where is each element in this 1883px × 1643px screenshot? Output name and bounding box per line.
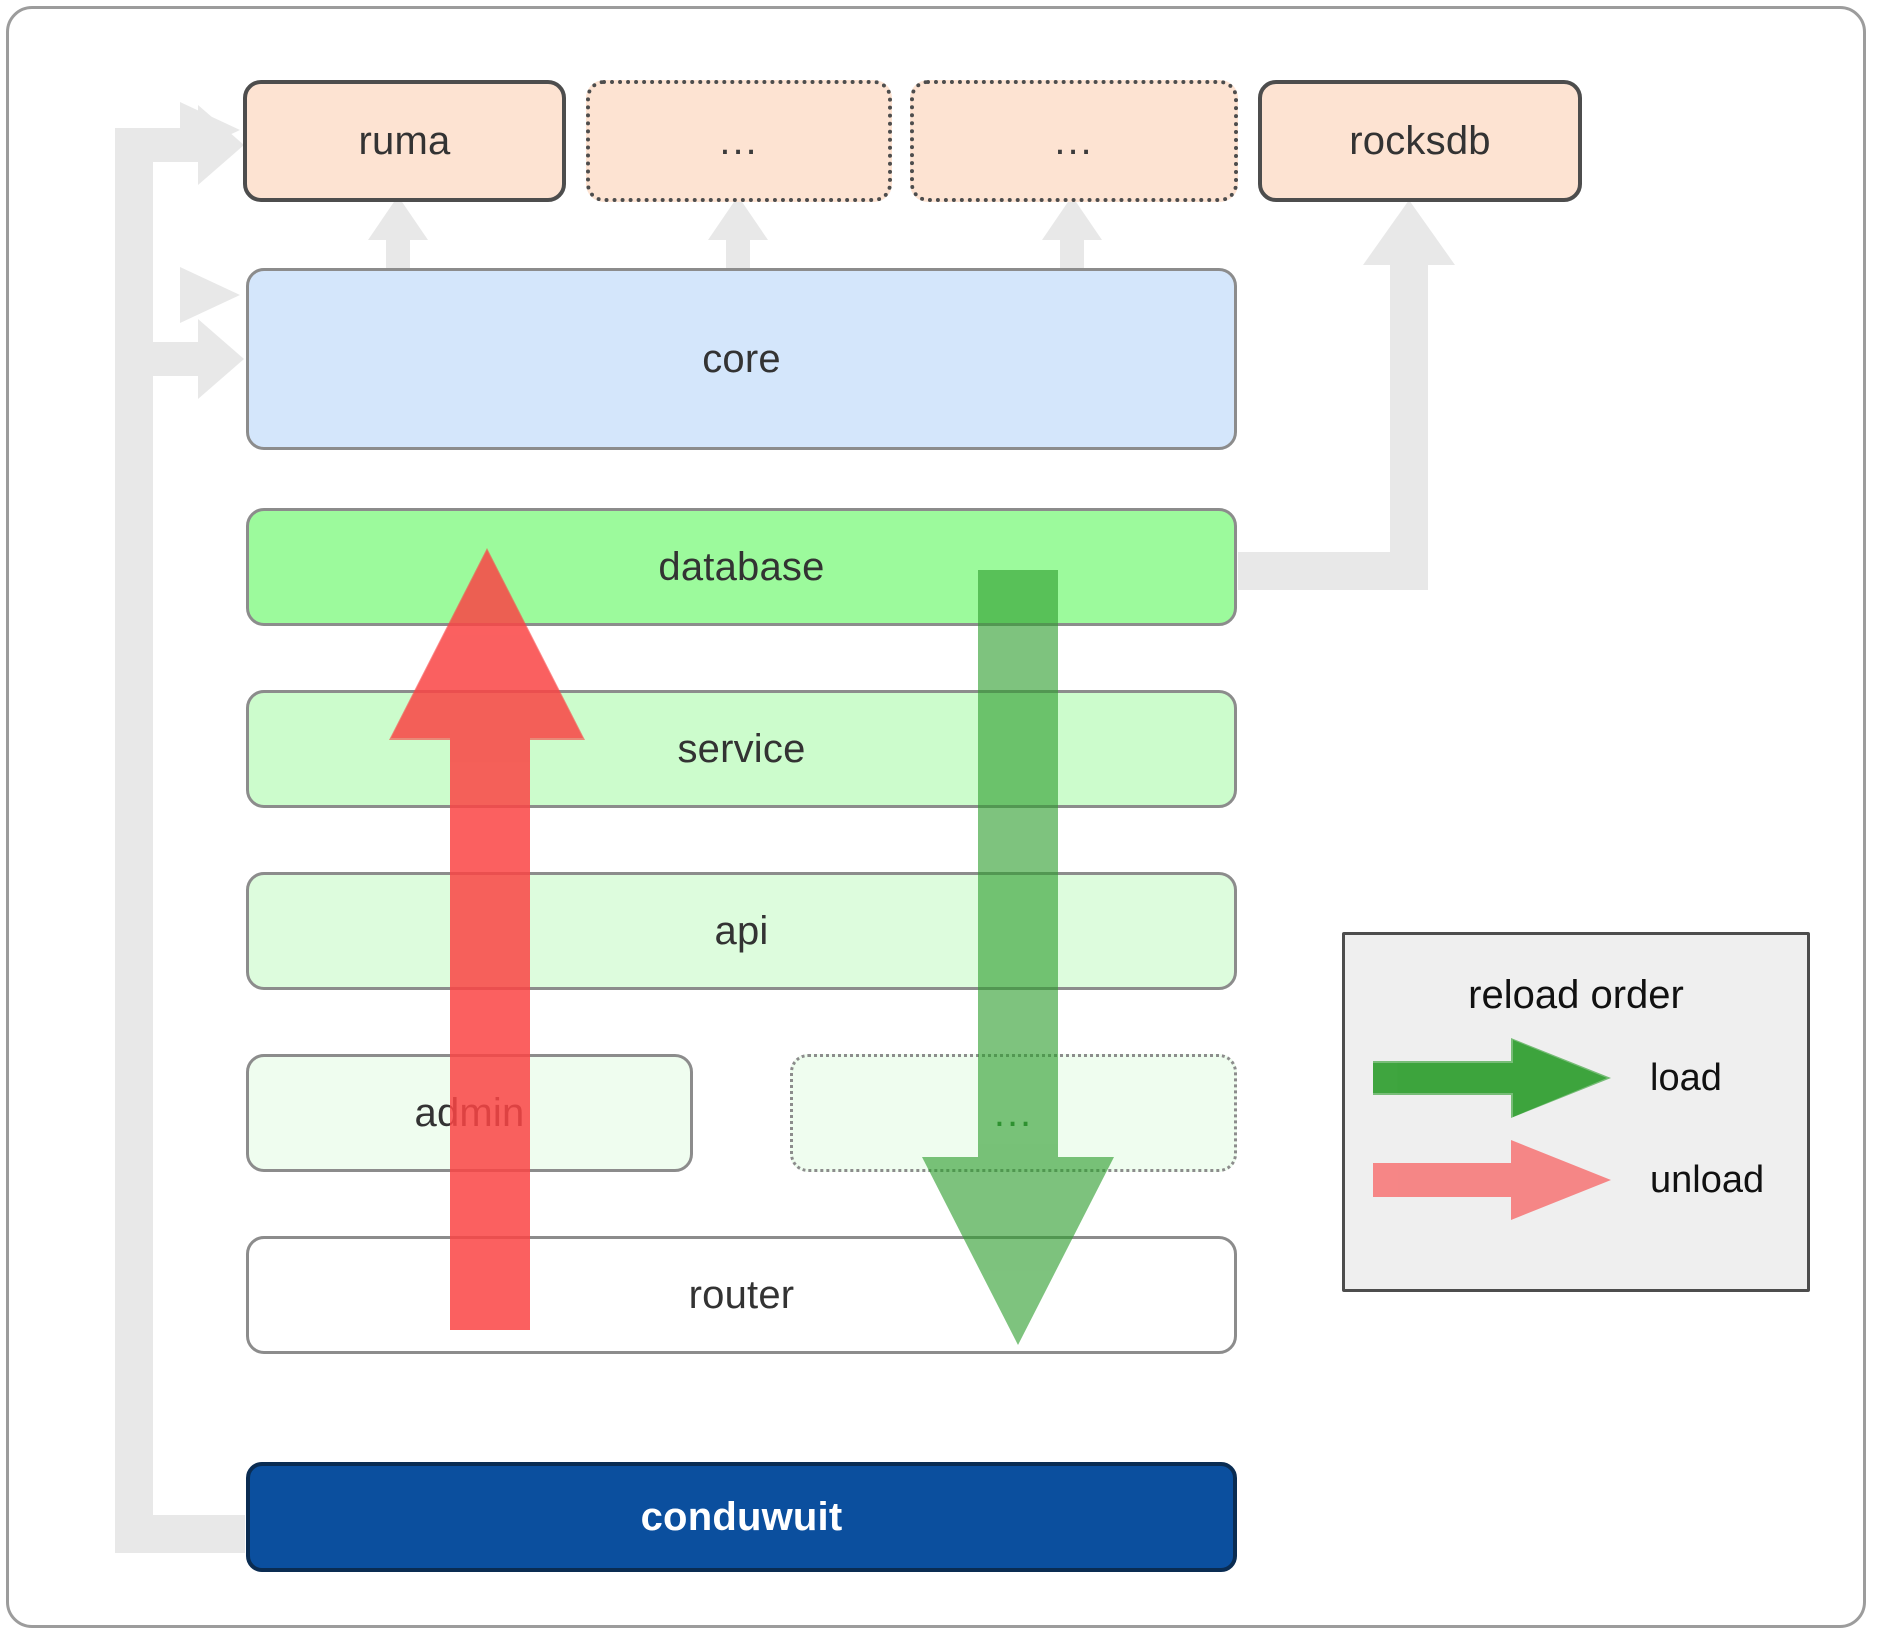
legend-box: reload order load unload (1342, 932, 1810, 1292)
layer-admin[interactable]: admin (246, 1054, 693, 1172)
diagram-frame (6, 6, 1866, 1628)
external-crate-rocksdb-label: rocksdb (1349, 118, 1491, 163)
external-crate-placeholder-1-label: ... (719, 119, 759, 163)
external-crate-placeholder-2[interactable]: ... (910, 80, 1238, 202)
layer-router[interactable]: router (246, 1236, 1237, 1354)
external-crate-ruma-label: ruma (358, 118, 451, 163)
external-crate-placeholder-1[interactable]: ... (586, 80, 892, 202)
layer-api-label: api (714, 908, 769, 953)
layer-router-label: router (688, 1272, 795, 1317)
layer-placeholder[interactable]: ... (790, 1054, 1237, 1172)
layer-core[interactable]: core (246, 268, 1237, 450)
layer-api[interactable]: api (246, 872, 1237, 990)
legend-label-load: load (1650, 1057, 1722, 1099)
layer-admin-label: admin (414, 1090, 525, 1135)
legend-label-unload: unload (1650, 1159, 1765, 1201)
layer-service[interactable]: service (246, 690, 1237, 808)
layer-placeholder-label: ... (993, 1091, 1034, 1135)
legend-icons (1373, 1038, 1611, 1220)
legend-unload-arrow-icon (1373, 1140, 1611, 1220)
legend-title: reload order (1468, 973, 1684, 1017)
external-crate-placeholder-2-label: ... (1054, 119, 1094, 163)
binary-conduwuit-label: conduwuit (640, 1494, 843, 1539)
external-crate-ruma[interactable]: ruma (243, 80, 566, 202)
layer-database-label: database (658, 544, 825, 589)
legend-load-arrow-icon-overlap (1373, 1038, 1611, 1118)
layer-database[interactable]: database (246, 508, 1237, 626)
layer-service-label: service (677, 726, 806, 771)
external-crate-rocksdb[interactable]: rocksdb (1258, 80, 1582, 202)
layer-core-label: core (702, 336, 781, 381)
binary-conduwuit[interactable]: conduwuit (246, 1462, 1237, 1572)
